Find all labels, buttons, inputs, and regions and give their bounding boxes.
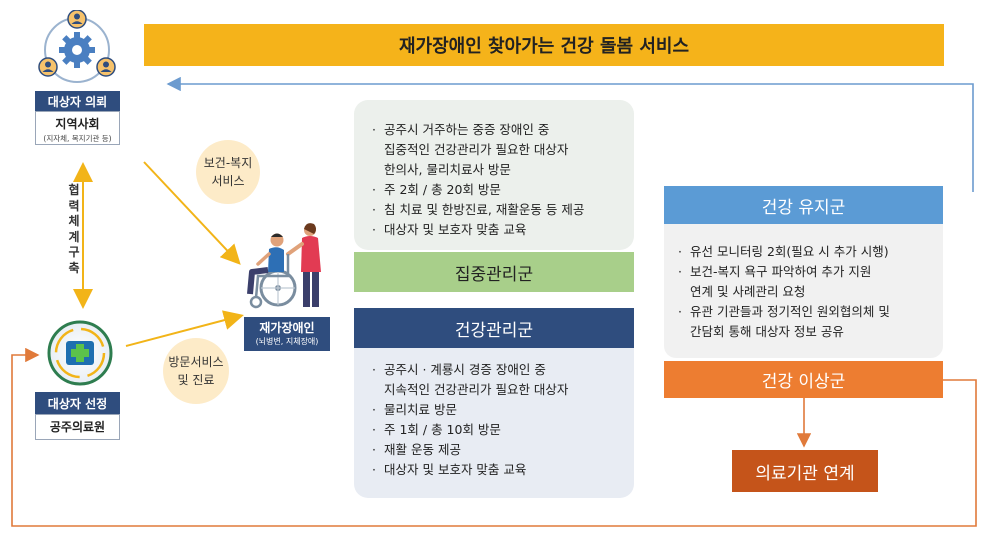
list-item: 대상자 및 보호자 맞춤 교육 xyxy=(370,460,634,480)
visit-service-bubble: 방문서비스 및 진료 xyxy=(163,338,229,404)
arrow-hospital-to-disabled xyxy=(125,310,244,347)
list-item: 대상자 및 보호자 맞춤 교육 xyxy=(370,220,634,240)
community-box: 지역사회 (지자체, 복지기관 등) xyxy=(35,111,120,145)
feedback-arrow-abnormal xyxy=(11,347,977,527)
medical-link-box: 의료기관 연계 xyxy=(732,450,878,492)
hospital-logo-icon xyxy=(45,318,115,388)
hospital-name: 공주의료원 xyxy=(35,414,120,440)
page-title: 재가장애인 찾아가는 건강 돌봄 서비스 xyxy=(144,24,944,66)
disabled-box: 재가장애인 (뇌병변, 지체장애) xyxy=(244,317,330,351)
feedback-arrow-maintain xyxy=(166,76,974,192)
list-item: 침 치료 및 한방진료, 재활운동 등 제공 xyxy=(370,200,634,220)
health-mgmt-panel: 공주시 · 계룡시 경증 장애인 중 지속적인 건강관리가 필요한 대상자 물리… xyxy=(354,348,634,498)
cooperation-char: 구 xyxy=(68,245,80,259)
health-mgmt-list: 공주시 · 계룡시 경증 장애인 중 지속적인 건강관리가 필요한 대상자 물리… xyxy=(354,348,634,480)
cooperation-char: 체 xyxy=(68,214,80,228)
arrow-community-to-disabled xyxy=(143,161,241,265)
cooperation-char: 력 xyxy=(68,198,80,213)
cooperation-char: 협 xyxy=(68,183,80,197)
abnormal-header: 건강 이상군 xyxy=(664,361,943,398)
cooperation-text: 협 력 체 계 구 축 xyxy=(62,183,86,276)
target-selection-label: 대상자 선정 xyxy=(35,392,120,414)
list-item: 보건-복지 욕구 파악하여 추가 지원 연계 및 사례관리 요청 xyxy=(676,262,943,302)
list-item: 유관 기관들과 정기적인 원외협의체 및 간담회 통해 대상자 정보 공유 xyxy=(676,302,943,342)
maintain-header: 건강 유지군 xyxy=(664,186,943,224)
list-item: 주 2회 / 총 20회 방문 xyxy=(370,180,634,200)
people-network-gear-icon xyxy=(36,9,118,90)
community-name: 지역사회 xyxy=(55,117,100,131)
cooperation-char: 축 xyxy=(68,260,80,275)
cooperation-char: 계 xyxy=(68,229,80,244)
list-item: 공주시 · 계룡시 경증 장애인 중 지속적인 건강관리가 필요한 대상자 xyxy=(370,360,634,400)
maintain-list: 유선 모니터링 2회(필요 시 추가 시행) 보건-복지 욕구 파악하여 추가 … xyxy=(664,224,943,342)
community-sub: (지자체, 복지기관 등) xyxy=(43,134,112,143)
disabled-label: 재가장애인 xyxy=(259,321,315,335)
list-item: 물리치료 방문 xyxy=(370,400,634,420)
wheelchair-caregiver-icon xyxy=(244,220,334,315)
intensive-header: 집중관리군 xyxy=(354,252,634,292)
health-welfare-service-bubble: 보건-복지 서비스 xyxy=(196,140,260,204)
list-item: 재활 운동 제공 xyxy=(370,440,634,460)
health-mgmt-header: 건강관리군 xyxy=(354,308,634,348)
intensive-list: 공주시 거주하는 중증 장애인 중 집중적인 건강관리가 필요한 대상자 한의사… xyxy=(354,100,634,240)
list-item: 주 1회 / 총 10회 방문 xyxy=(370,420,634,440)
intensive-panel: 공주시 거주하는 중증 장애인 중 집중적인 건강관리가 필요한 대상자 한의사… xyxy=(354,100,634,250)
list-item: 유선 모니터링 2회(필요 시 추가 시행) xyxy=(676,242,943,262)
disabled-sub: (뇌병변, 지체장애) xyxy=(255,337,319,346)
maintain-panel: 유선 모니터링 2회(필요 시 추가 시행) 보건-복지 욕구 파악하여 추가 … xyxy=(664,224,943,358)
list-item: 공주시 거주하는 중증 장애인 중 집중적인 건강관리가 필요한 대상자 한의사… xyxy=(370,120,634,180)
community-referral-label: 대상자 의뢰 xyxy=(35,91,120,111)
